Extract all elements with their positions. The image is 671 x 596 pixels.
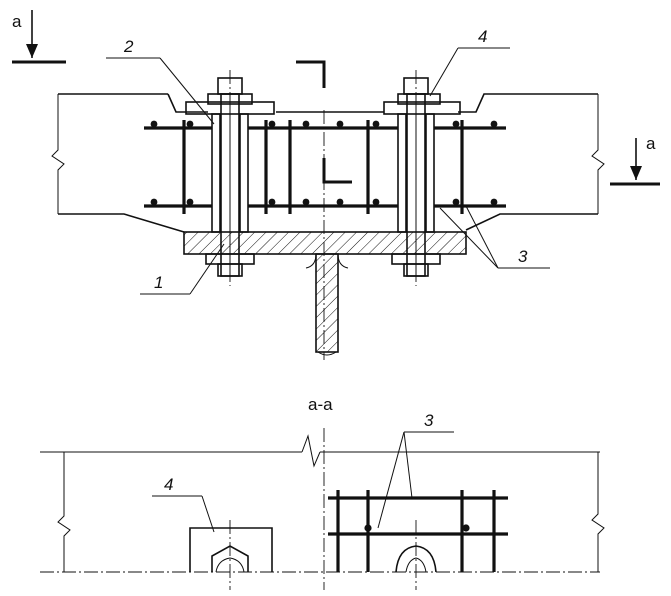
section-mark-right: a xyxy=(610,134,660,186)
center-axis xyxy=(296,60,352,360)
callout-2: 2 xyxy=(106,37,215,125)
callout-3-top-label: 3 xyxy=(518,247,528,266)
washer-plates xyxy=(185,93,461,115)
callout-4-top: 4 xyxy=(429,27,510,97)
callout-3-section: 3 xyxy=(377,411,454,529)
section-view: a-a 4 xyxy=(40,395,605,590)
steel-plate-and-t-beam xyxy=(183,231,467,356)
section-break-left xyxy=(57,452,71,572)
bolt-right xyxy=(391,70,441,286)
callout-4-top-label: 4 xyxy=(478,27,487,46)
bolt-section-right xyxy=(395,520,437,590)
rebar-horizontal xyxy=(144,126,506,208)
section-break-right xyxy=(591,452,605,572)
callout-1: 1 xyxy=(140,243,225,295)
callout-4-section-label: 4 xyxy=(164,475,173,494)
bolt-left xyxy=(205,70,255,286)
callout-3-section-label: 3 xyxy=(424,411,434,430)
rebar-cage-section xyxy=(328,490,508,572)
callout-1-label: 1 xyxy=(154,273,163,292)
rebar-stirrups xyxy=(182,120,464,214)
callout-3-top: 3 xyxy=(439,205,550,269)
callout-2-label: 2 xyxy=(123,37,134,56)
section-title: a-a xyxy=(308,395,333,414)
callout-4-section: 4 xyxy=(152,475,215,533)
concrete-slab xyxy=(51,93,605,233)
section-mark-left: a xyxy=(12,10,66,64)
bolt-sleeves xyxy=(211,113,435,233)
section-mark-right-label: a xyxy=(646,134,656,153)
section-mark-left-label: a xyxy=(12,12,22,31)
section-break-top xyxy=(301,434,321,468)
elevation-view: a a xyxy=(12,10,660,360)
washer-plate-section xyxy=(189,520,273,590)
rebar-dots xyxy=(150,120,498,206)
